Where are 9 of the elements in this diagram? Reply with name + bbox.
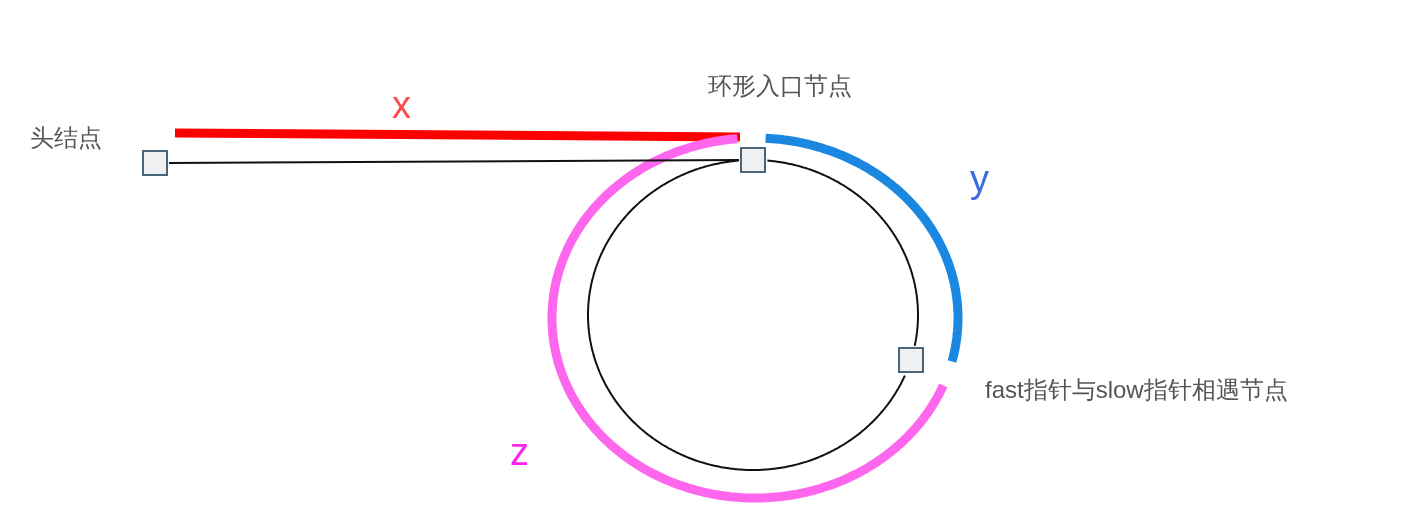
node-label: fast指针与slow指针相遇节点 (985, 375, 1288, 405)
dimension-label: z (510, 433, 529, 471)
dimension-label: y (970, 160, 989, 198)
node-label: 头结点 (30, 123, 102, 153)
dimension-label: x (392, 86, 411, 124)
connector-line (168, 159, 740, 164)
node-label: 环形入口节点 (708, 71, 852, 101)
connector-line (587, 159, 906, 471)
connector-line (766, 159, 919, 347)
